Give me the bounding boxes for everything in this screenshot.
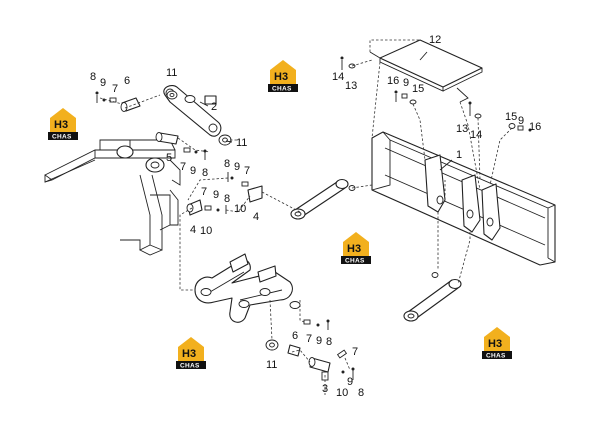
washer-11-right — [218, 134, 232, 146]
callout-7-e: 7 — [306, 333, 312, 345]
svg-text:H3: H3 — [488, 338, 502, 350]
svg-text:H3: H3 — [54, 119, 68, 131]
callout-7-c: 7 — [244, 165, 250, 177]
svg-text:CHAS: CHAS — [52, 134, 72, 141]
logo-watermark-5: H3 CHAS — [482, 327, 512, 360]
callout-11-a: 11 — [166, 67, 177, 79]
plate-12 — [369, 39, 483, 103]
callout-8-c: 8 — [224, 158, 230, 170]
svg-text:H3: H3 — [274, 71, 288, 83]
callout-9-f: 9 — [347, 376, 353, 388]
callout-9-a: 9 — [100, 77, 106, 89]
callout-7-d: 7 — [201, 186, 207, 198]
pin-3 — [287, 344, 331, 381]
callout-9-b: 9 — [190, 165, 196, 177]
callout-1: 1 — [456, 149, 462, 161]
callout-16-b: 16 — [529, 121, 541, 133]
callout-7-f: 7 — [352, 346, 358, 358]
callout-9-c: 9 — [234, 161, 240, 173]
callout-7-b: 7 — [180, 161, 186, 173]
callout-2: 2 — [211, 101, 217, 113]
leader-lines — [199, 51, 453, 171]
callout-9-e: 9 — [316, 335, 322, 347]
callout-11-c: 11 — [266, 359, 277, 371]
logo-watermark-2: H3 CHAS — [48, 108, 78, 141]
svg-text:CHAS: CHAS — [272, 86, 292, 93]
callout-12: 12 — [429, 34, 441, 46]
mount-bracket-lower — [194, 253, 293, 323]
rod-upper — [290, 178, 356, 220]
callout-6-upper: 6 — [124, 75, 130, 87]
callout-15-a: 15 — [412, 83, 424, 95]
bracket-4-left — [186, 199, 227, 216]
callout-9-d: 9 — [213, 189, 219, 201]
callout-10-c: 10 — [336, 387, 348, 399]
callout-8-d: 8 — [224, 193, 230, 205]
pin-6-upper — [120, 97, 141, 112]
callout-9-h: 9 — [518, 115, 524, 127]
callout-10-b: 10 — [200, 225, 212, 237]
svg-text:CHAS: CHAS — [345, 258, 365, 265]
hardware-blade-right — [508, 123, 532, 132]
callout-8-e: 8 — [326, 336, 332, 348]
hardware-plate-right — [468, 101, 482, 119]
callout-13-a: 13 — [345, 80, 357, 92]
callout-8-a: 8 — [90, 71, 96, 83]
pin-5 — [155, 132, 179, 145]
callout-6-lower: 6 — [292, 330, 298, 342]
rod-lower — [403, 272, 462, 322]
hardware-mid-left — [183, 147, 207, 160]
callout-4-left: 4 — [190, 224, 196, 236]
logo-watermark-3: H3 CHAS — [341, 232, 371, 265]
callout-15-b: 15 — [505, 111, 517, 123]
washer-11-upper — [166, 90, 178, 100]
callout-3: 3 — [322, 383, 328, 395]
callout-7-a: 7 — [112, 83, 118, 95]
hardware-plate-left — [340, 56, 356, 70]
svg-text:H3: H3 — [347, 243, 361, 255]
callout-16-a: 16 — [387, 75, 399, 87]
washer-11-lower — [265, 339, 279, 351]
svg-text:CHAS: CHAS — [486, 353, 506, 360]
guide-lines — [99, 39, 513, 395]
callout-13-b: 13 — [456, 123, 468, 135]
machine-frame — [44, 139, 181, 256]
hardware-lower-right — [336, 349, 355, 380]
callout-9-g: 9 — [403, 77, 409, 89]
callout-10-a: 10 — [234, 203, 246, 215]
callout-labels: 1 2 3 4 4 5 6 6 7 7 7 7 7 7 8 8 8 8 8 8 … — [90, 34, 541, 399]
callout-4-right: 4 — [253, 211, 259, 223]
callout-5: 5 — [166, 152, 172, 164]
hardware-lower-middle — [289, 301, 330, 330]
callout-8-b: 8 — [202, 167, 208, 179]
bracket-4-right — [227, 172, 263, 203]
svg-text:CHAS: CHAS — [180, 363, 200, 370]
callout-11-b: 11 — [236, 137, 247, 149]
logo-watermark-1: H3 CHAS — [268, 60, 298, 93]
svg-text:H3: H3 — [182, 348, 196, 360]
callout-14-b: 14 — [470, 129, 482, 141]
callout-14-a: 14 — [332, 71, 344, 83]
blade-1 — [371, 131, 556, 266]
link-2 — [163, 85, 222, 137]
logo-watermark-4: H3 CHAS — [176, 337, 206, 370]
callout-8-f: 8 — [358, 387, 364, 399]
